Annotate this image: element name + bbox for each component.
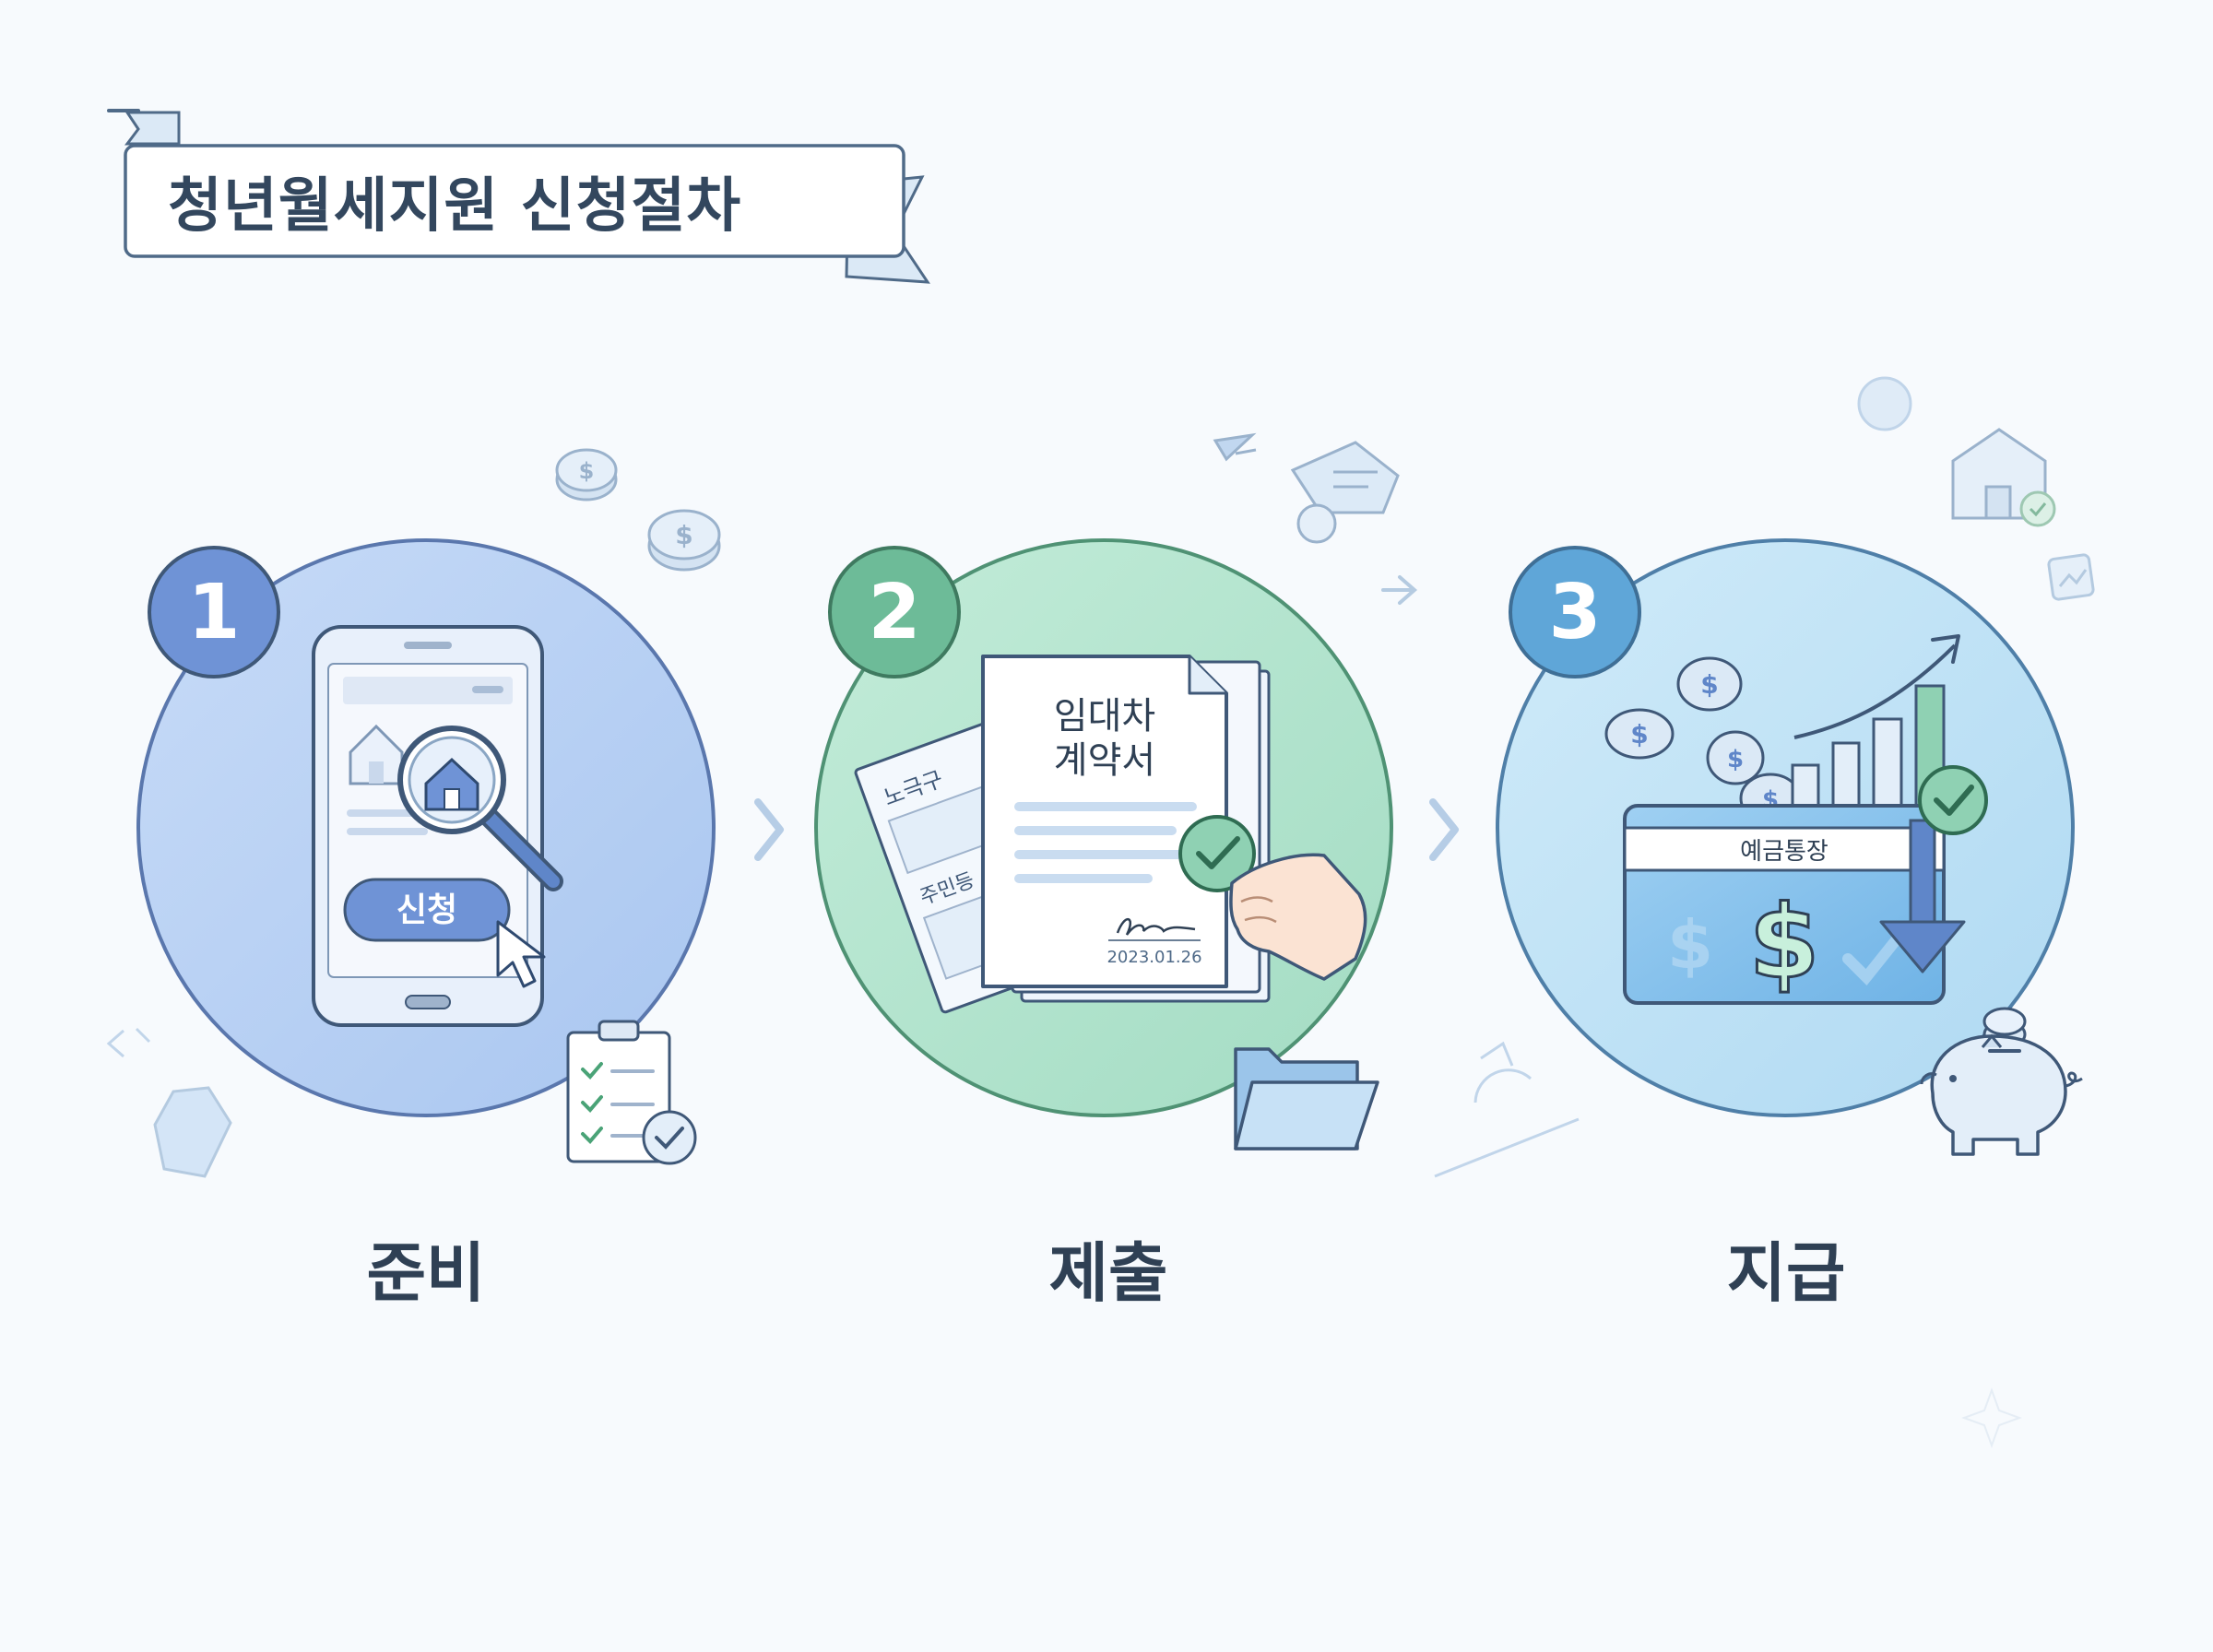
bankbook-icon: 예금통장 $ $ — [1623, 804, 1946, 1005]
svg-text:$: $ — [1630, 719, 1648, 749]
step-3-label: 지급 — [1726, 1235, 1846, 1311]
chevron-right-icon — [1429, 798, 1459, 861]
arrow-down-icon — [1879, 819, 1966, 974]
step-1-number: 1 — [187, 569, 240, 656]
coin-icon: $ — [1604, 708, 1675, 760]
chevron-right-icon — [754, 798, 784, 861]
document-icon: 노극구 주민등 임대차 계약서 2023.01.26 — [854, 655, 1271, 1014]
contract-date: 2023.01.26 — [1106, 948, 1201, 967]
step-3-number: 3 — [1548, 569, 1601, 656]
contract-title-line1: 임대차 — [1054, 695, 1155, 738]
coin-icon: $ — [647, 509, 721, 572]
house-icon — [153, 1086, 232, 1178]
step-3-badge — [1509, 546, 1641, 678]
dollar-sign: $ — [1749, 883, 1820, 1001]
apply-button-label: 신청 — [396, 891, 457, 929]
apply-button[interactable] — [343, 878, 511, 942]
coin-icon: $ — [1676, 656, 1743, 712]
step-2-number: 2 — [868, 569, 920, 656]
svg-text:$: $ — [1700, 669, 1718, 700]
page-title: 청년월세지원 신청절차 — [168, 172, 742, 241]
step-1: 신청 1 — [136, 538, 716, 1165]
svg-text:$: $ — [579, 458, 595, 484]
coin-icon: $ — [1706, 730, 1765, 785]
step-2-label: 제출 — [1048, 1235, 1168, 1311]
house-icon — [1290, 441, 1400, 544]
phone-icon: 신청 — [312, 625, 563, 1027]
piggy-bank-icon — [1920, 1007, 2083, 1156]
contract-title-line2: 계약서 — [1054, 739, 1155, 782]
check-icon — [1178, 815, 1256, 892]
bankbook-title: 예금통장 — [1740, 838, 1828, 866]
hand-icon — [1229, 853, 1367, 981]
clipboard-icon — [566, 1020, 697, 1165]
step-1-badge — [148, 546, 280, 678]
folder-icon — [1234, 1047, 1379, 1150]
house-icon — [1951, 428, 2056, 527]
check-icon — [1918, 765, 1988, 835]
title-banner — [107, 109, 930, 284]
svg-text:$: $ — [1727, 746, 1744, 773]
step-2: 노극구 주민등 임대차 계약서 2023.01.26 — [814, 538, 1393, 1150]
cursor-icon — [496, 920, 546, 988]
svg-text:$: $ — [675, 520, 692, 550]
step-1-label: 준비 — [366, 1235, 486, 1311]
signature — [1116, 918, 1196, 936]
step-2-badge — [828, 546, 961, 678]
search-icon — [397, 726, 563, 891]
step-3: $ $ $ $ 예금통장 $ $ — [1496, 538, 2083, 1156]
svg-text:$: $ — [1667, 906, 1713, 984]
coin-icon: $ — [555, 448, 618, 502]
background-decorations: $ $ — [106, 376, 2095, 1448]
